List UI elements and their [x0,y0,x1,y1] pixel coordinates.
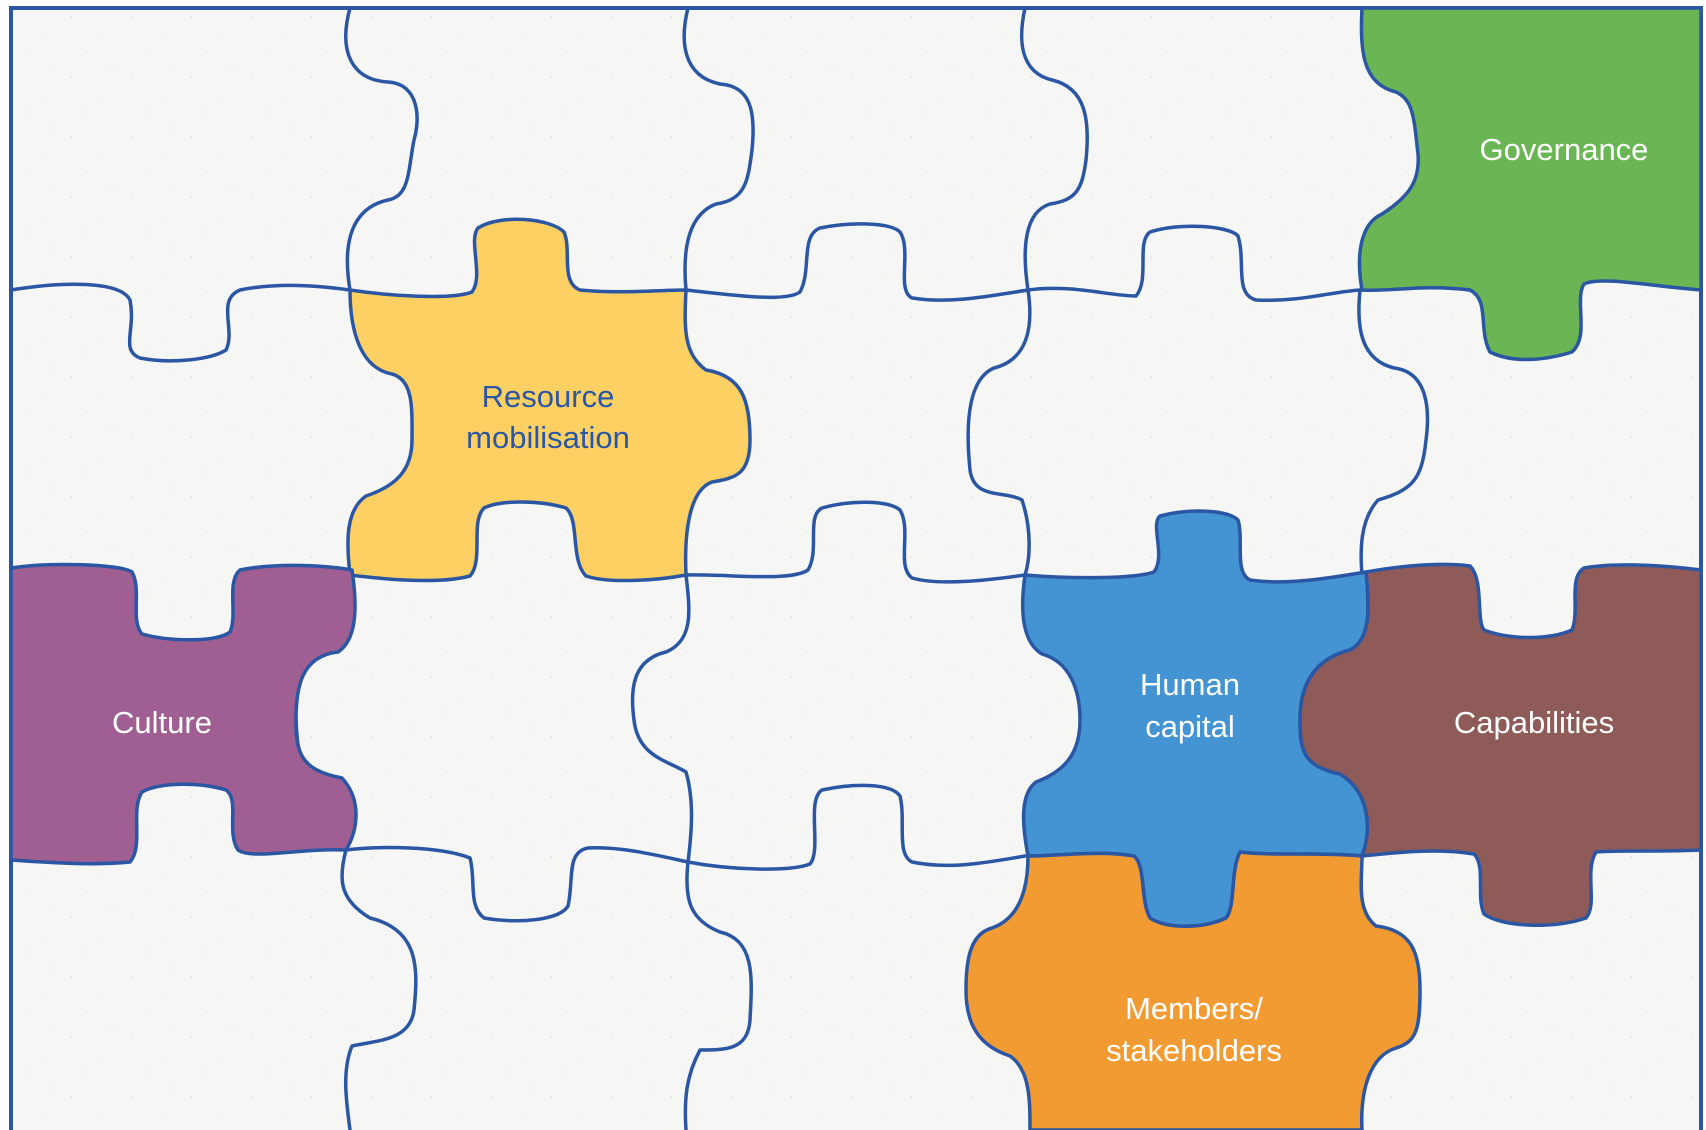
resource-label-line1: Resource [482,379,615,414]
culture-label: Culture [112,705,212,740]
piece-resource-mobilisation [346,217,752,583]
cut-line-h2 [684,500,1027,584]
resource-label-line2: mobilisation [466,420,630,455]
cut-line-h3 [343,783,1027,923]
human-capital-label-line1: Human [1140,667,1240,702]
cut-line-v3 [966,6,1090,577]
piece-governance [1357,6,1703,362]
human-capital-label-line2: capital [1145,709,1235,744]
piece-members-stakeholders [964,850,1422,1130]
cut-line-v2 [630,6,755,1130]
cut-line-h1 [9,222,1362,363]
cut-line-v4 [1357,288,1430,577]
piece-capabilities [1298,562,1703,927]
members-label-line2: stakeholders [1106,1033,1282,1068]
members-label-line1: Members/ [1125,991,1263,1026]
piece-culture [9,562,358,866]
governance-label: Governance [1480,132,1649,167]
capabilities-label: Capabilities [1454,705,1614,740]
